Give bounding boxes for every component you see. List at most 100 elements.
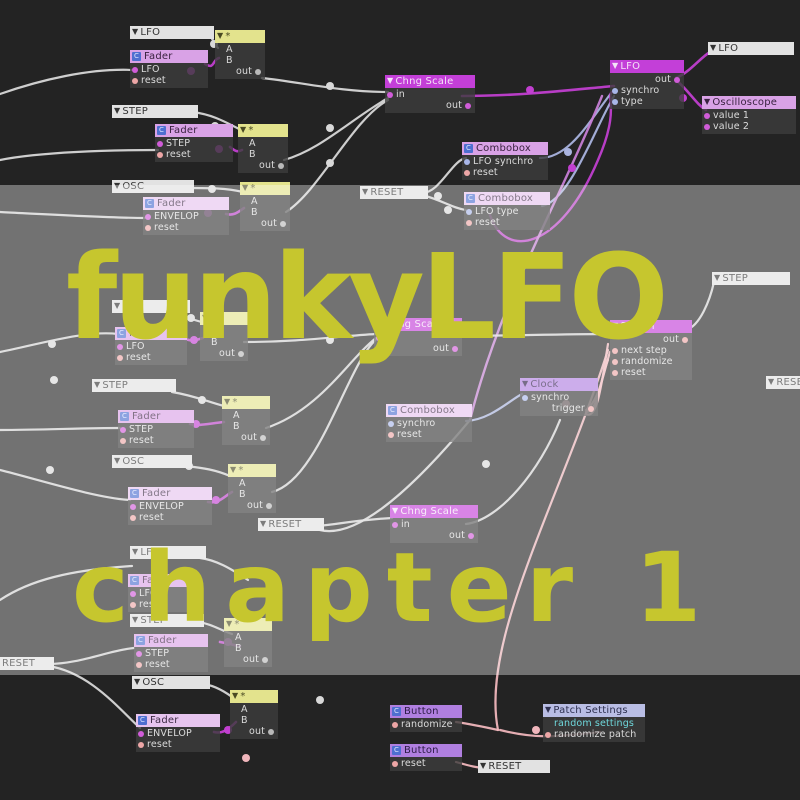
node-lfo[interactable]: ▼LFO <box>708 42 794 55</box>
node-reset[interactable]: ▼RESET <box>766 376 800 389</box>
node-port[interactable]: reset <box>130 599 196 610</box>
node-port[interactable]: reset <box>120 435 190 446</box>
node-port[interactable]: type <box>612 96 680 107</box>
wire-joint[interactable] <box>48 340 56 348</box>
port-dot[interactable] <box>387 91 393 98</box>
node-reset[interactable]: ▼RESET <box>258 518 324 531</box>
port-dot[interactable] <box>466 208 472 215</box>
node-port[interactable]: trigger <box>522 403 594 414</box>
node-port[interactable]: reset <box>117 352 183 363</box>
node-port[interactable]: next step <box>612 345 688 356</box>
node-port[interactable]: B <box>226 643 268 654</box>
node-lfo[interactable]: ▼LFO <box>112 300 190 313</box>
port-dot[interactable] <box>278 162 284 169</box>
node-port[interactable]: reset <box>612 367 688 378</box>
port-dot[interactable] <box>612 87 618 94</box>
port-dot[interactable] <box>464 158 470 165</box>
node-header[interactable]: ▼OSC <box>112 180 194 193</box>
chevron-down-icon[interactable]: ▼ <box>132 546 139 556</box>
port-dot[interactable] <box>145 224 151 231</box>
node-port[interactable]: reset <box>130 512 208 523</box>
node-port[interactable]: A <box>217 44 261 55</box>
chevron-down-icon[interactable]: ▼ <box>202 312 209 322</box>
node-port[interactable]: LFO <box>132 64 204 75</box>
node-step[interactable]: ▼STEP <box>92 379 176 392</box>
node-port[interactable]: reset <box>138 739 216 750</box>
node-header[interactable]: ▼* <box>200 312 248 325</box>
node-header[interactable]: ▼* <box>228 464 276 477</box>
node-port[interactable]: A <box>202 326 244 337</box>
wire-joint[interactable] <box>208 185 216 193</box>
chevron-down-icon[interactable]: ▼ <box>132 26 139 36</box>
node-port[interactable]: B <box>230 489 272 500</box>
node-step[interactable]: ▼STEP <box>112 105 198 118</box>
wire-joint[interactable] <box>326 336 334 344</box>
chevron-down-icon[interactable]: ▼ <box>545 704 552 714</box>
wire-joint[interactable] <box>444 206 452 214</box>
node-port[interactable]: LFO type <box>466 206 546 217</box>
node-port[interactable]: reset <box>392 758 458 769</box>
port-dot[interactable] <box>466 219 472 226</box>
node-header[interactable]: ▼Patch Settings <box>543 704 645 717</box>
node-header[interactable]: ▼Oscilloscope <box>702 96 796 109</box>
node-header[interactable]: ▼STEP <box>712 272 790 285</box>
chevron-down-icon[interactable]: ▼ <box>226 618 233 628</box>
node-port[interactable]: out <box>217 66 261 77</box>
port-dot[interactable] <box>280 220 286 227</box>
node-header[interactable]: ▼* <box>215 30 265 43</box>
chevron-down-icon[interactable]: ▼ <box>768 376 775 386</box>
node-port[interactable]: random settings <box>545 718 641 729</box>
chevron-down-icon[interactable]: ▼ <box>612 320 619 330</box>
node-port[interactable]: synchro <box>612 85 680 96</box>
node-port[interactable]: reset <box>388 429 468 440</box>
port-dot[interactable] <box>130 601 136 608</box>
node-header[interactable]: ▼* <box>224 618 272 631</box>
node-port[interactable]: out <box>230 500 272 511</box>
port-dot[interactable] <box>120 437 126 444</box>
chevron-down-icon[interactable]: ▼ <box>230 464 237 474</box>
node-port[interactable]: reset <box>136 659 204 670</box>
node-port[interactable]: out <box>226 654 268 665</box>
port-dot[interactable] <box>117 343 123 350</box>
wire-joint[interactable] <box>316 696 324 704</box>
node-header[interactable]: ▼Clock <box>520 378 598 391</box>
port-dot[interactable] <box>238 350 244 357</box>
chevron-down-icon[interactable]: ▼ <box>217 30 224 40</box>
node-port[interactable]: STEP <box>120 424 190 435</box>
port-dot[interactable] <box>588 405 594 412</box>
node-header[interactable]: ▼LFO <box>708 42 794 55</box>
node-port[interactable]: value 1 <box>704 110 792 121</box>
node-port[interactable]: randomize patch <box>545 729 641 740</box>
node-port[interactable]: A <box>230 478 272 489</box>
port-dot[interactable] <box>130 590 136 597</box>
port-dot[interactable] <box>522 394 528 401</box>
wire-joint[interactable] <box>242 754 250 762</box>
node-port[interactable]: out <box>232 726 274 737</box>
chevron-down-icon[interactable]: ▼ <box>362 186 369 196</box>
node-port[interactable]: out <box>224 432 266 443</box>
node-header[interactable]: ▼Chng Scale <box>390 505 478 518</box>
wire-joint[interactable] <box>50 376 58 384</box>
port-dot[interactable] <box>674 76 680 83</box>
chevron-down-icon[interactable]: ▼ <box>114 180 121 190</box>
node-port[interactable]: in <box>376 332 458 343</box>
node-port[interactable]: out <box>392 530 474 541</box>
port-dot[interactable] <box>612 369 618 376</box>
node-header[interactable]: RESET <box>0 657 54 670</box>
node-port[interactable]: A <box>224 410 266 421</box>
port-dot[interactable] <box>266 502 272 509</box>
wire-joint[interactable] <box>434 192 442 200</box>
node-port[interactable]: A <box>226 632 268 643</box>
node-header[interactable]: ▼STEP <box>92 379 176 392</box>
wire-joint[interactable] <box>187 314 195 322</box>
node-header[interactable]: ▼* <box>222 396 270 409</box>
